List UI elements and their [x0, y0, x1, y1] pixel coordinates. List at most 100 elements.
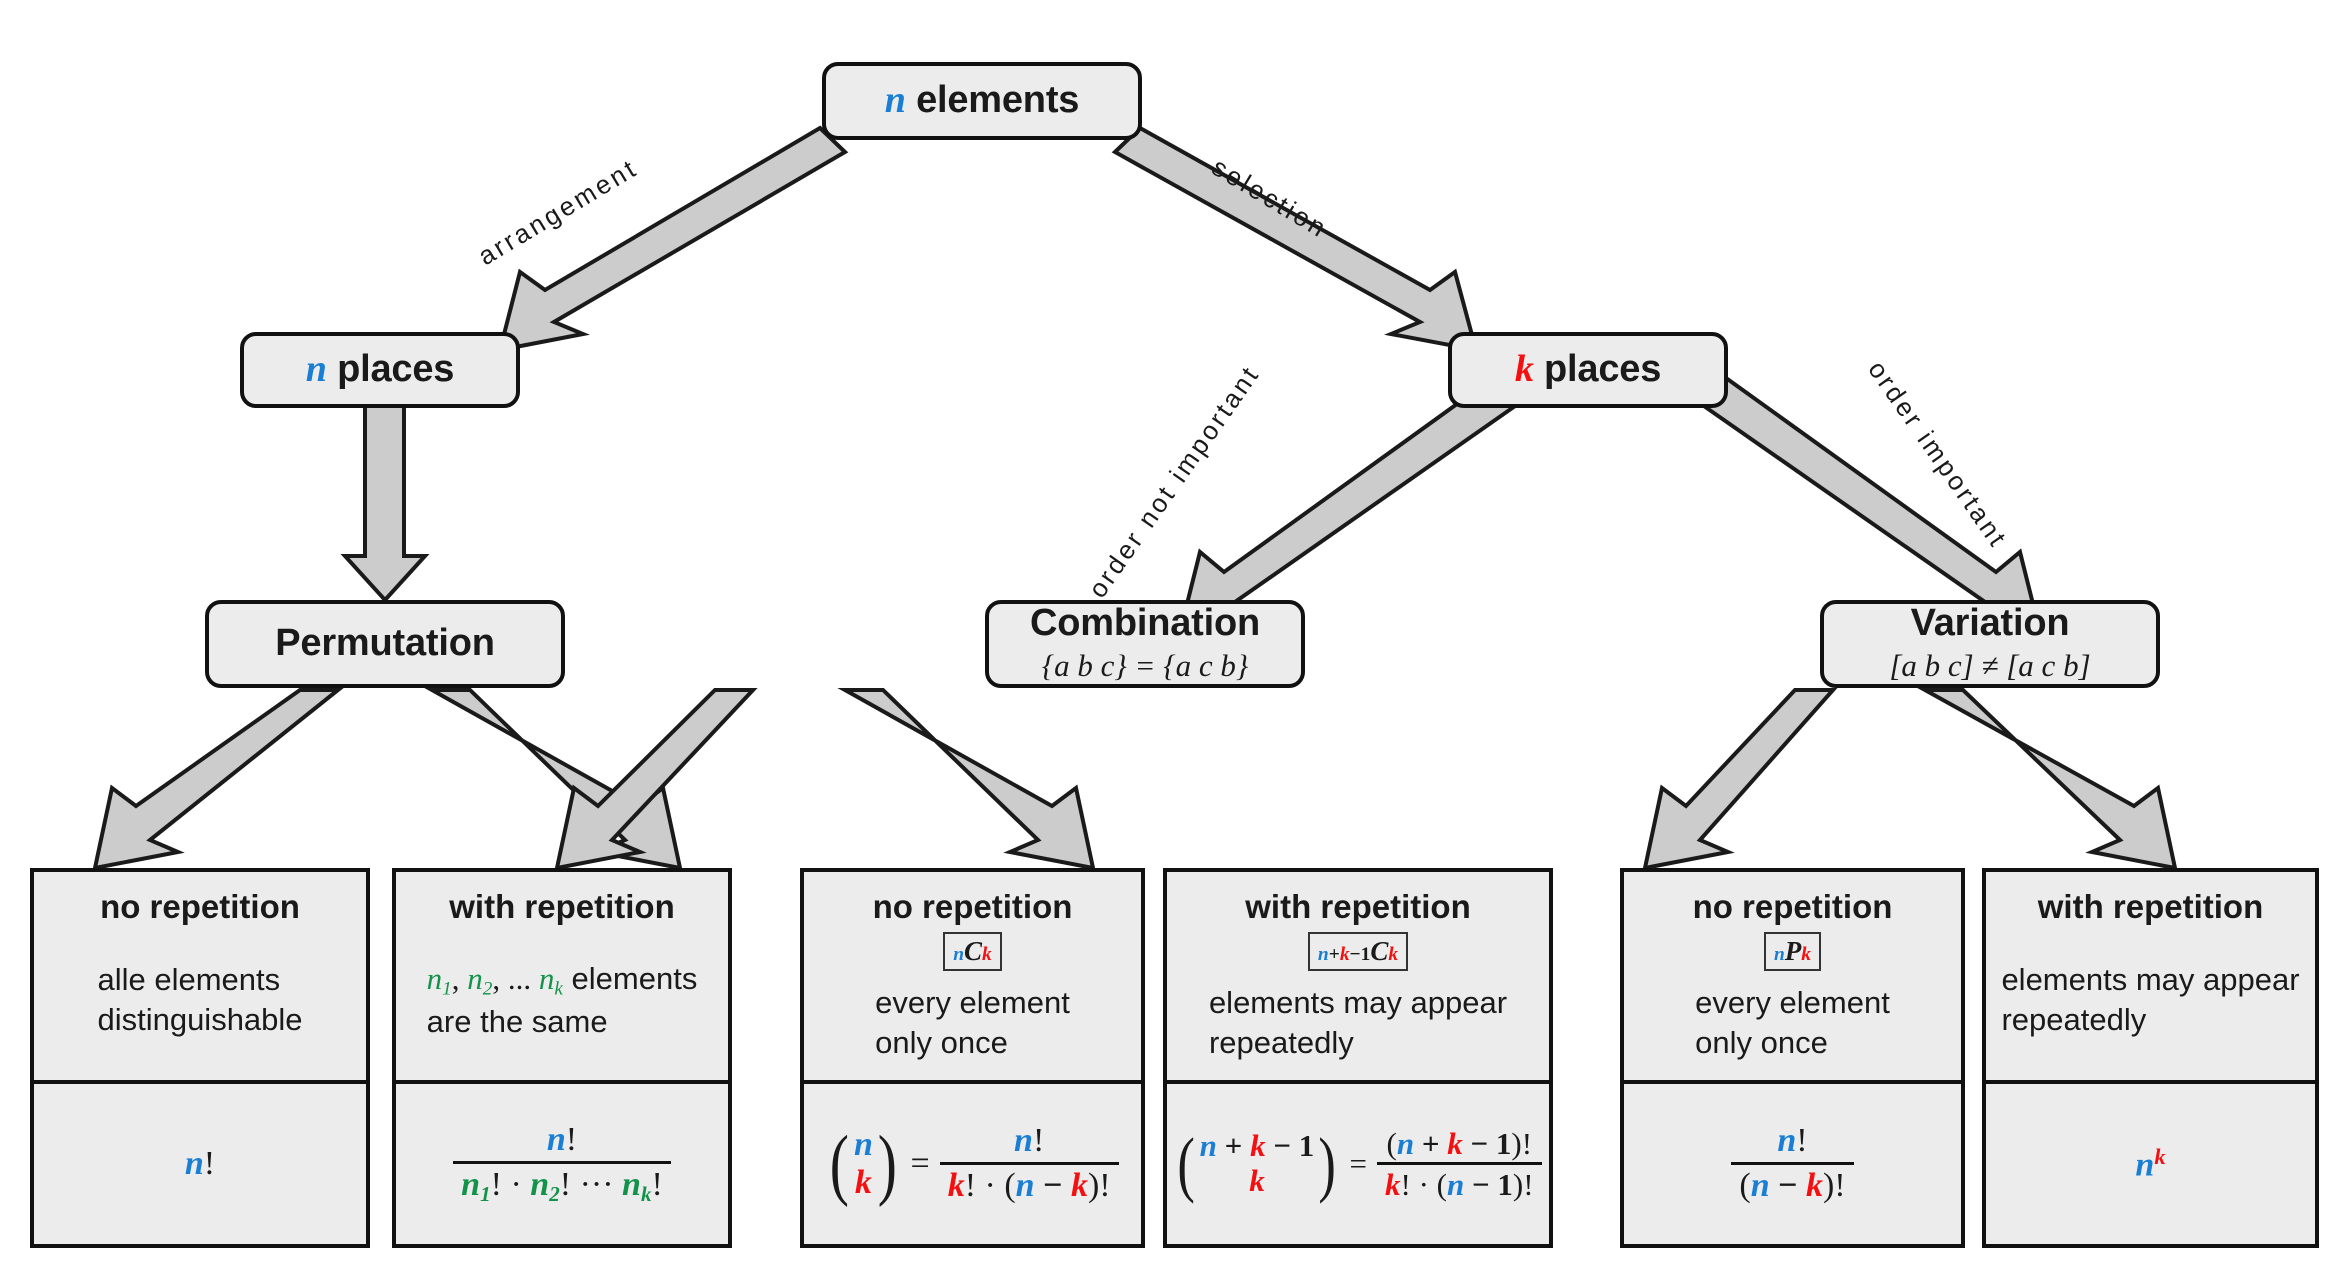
leaf-head: no repetition	[1692, 888, 1893, 925]
node-combination-title: Combination	[1030, 601, 1260, 644]
leaf-upper: no repetition nPk every element only onc…	[1624, 872, 1961, 1084]
combination-symbol: C	[964, 936, 983, 966]
variation-symbol: P	[1784, 936, 1802, 966]
node-combination-subtitle: {a b c} = {a c b}	[1041, 648, 1249, 684]
leaf-desc-line2: only once	[1695, 1024, 1828, 1060]
leaf-desc-line1: alle elements	[97, 962, 281, 998]
leaf-head: with repetition	[1245, 888, 1471, 925]
node-n-places-label: n places	[305, 348, 455, 391]
fraction-denominator: k! · (n − k)!	[939, 1162, 1119, 1205]
variable-n: n	[1317, 944, 1329, 965]
variable-k: k	[1388, 944, 1399, 965]
variable-n: n	[953, 944, 965, 965]
variable-k: k	[1339, 944, 1350, 965]
node-n-places[interactable]: n places	[240, 332, 520, 408]
node-k-places-label: k places	[1514, 348, 1662, 391]
arrow-selection	[1111, 125, 1479, 353]
leaf-desc-line1: every element	[875, 985, 1070, 1021]
leaf-desc-line1: elements may appear	[1208, 985, 1508, 1021]
leaf-badge-nPk: nPk	[1763, 932, 1822, 972]
variable-n: n	[1773, 944, 1785, 965]
leaf-description: elements may appear repeatedly	[1995, 960, 2305, 1039]
node-k-places-text: places	[1544, 348, 1662, 391]
leaf-description: every element only once	[869, 983, 1076, 1062]
arrow-variation-left	[1642, 688, 1838, 871]
leaf-description: every element only once	[1689, 983, 1896, 1062]
node-variation[interactable]: Variation [a b c] ≠ [a c b]	[1820, 600, 2160, 688]
leaf-desc-line1: every element	[1695, 985, 1890, 1021]
node-n-elements-text: elements	[916, 79, 1080, 122]
node-permutation-title: Permutation	[275, 622, 495, 665]
leaf-formula: n! (n − k)!	[1624, 1084, 1961, 1244]
leaf-variation-no-repetition[interactable]: no repetition nPk every element only onc…	[1620, 868, 1965, 1248]
variable-n: n	[305, 348, 327, 391]
leaf-desc-line1: n1, n2, ... nk elements	[426, 960, 698, 1000]
leaf-permutation-no-repetition[interactable]: no repetition alle elements distinguisha…	[30, 868, 370, 1248]
edge-label-order-important: order important	[1862, 355, 2014, 554]
arrow-arrangement	[497, 125, 849, 353]
leaf-desc-line2: repeatedly	[2001, 1002, 2147, 1037]
leaf-upper: no repetition alle elements distinguisha…	[34, 872, 366, 1084]
leaf-formula: n! n1! · n2! ··· nk!	[396, 1084, 728, 1244]
leaf-description: n1, n2, ... nk elements are the same	[421, 959, 704, 1042]
leaf-formula: n!	[34, 1084, 366, 1244]
node-n-elements[interactable]: n elements	[822, 62, 1142, 140]
leaf-desc-line2: only once	[875, 1024, 1008, 1060]
arrow-variation-right	[1917, 688, 2178, 871]
leaf-description: alle elements distinguishable	[91, 960, 308, 1039]
leaf-combination-with-repetition[interactable]: with repetition n+k−1Ck elements may app…	[1163, 868, 1553, 1248]
node-variation-title: Variation	[1910, 601, 2070, 644]
variable-n2: n2	[467, 960, 493, 1000]
variable-k: k	[1801, 944, 1812, 965]
leaf-badge-nCk: nCk	[943, 932, 1002, 972]
leaf-head: with repetition	[2037, 888, 2264, 925]
leaf-description: elements may appear repeatedly	[1203, 983, 1513, 1062]
fraction-denominator: (n − k)!	[1731, 1162, 1854, 1205]
variable-n: n	[2135, 1146, 2155, 1184]
fraction: n! n1! · n2! ··· nk!	[453, 1121, 671, 1205]
variable-n1: n1	[426, 960, 452, 1000]
factorial-sign: !	[203, 1145, 216, 1182]
leaf-badge-npkm1Ck: n+k−1Ck	[1307, 932, 1409, 972]
variable-k: k	[1514, 348, 1534, 391]
variable-k: k	[982, 944, 992, 965]
leaf-permutation-with-repetition[interactable]: with repetition n1, n2, ... nk elements …	[392, 868, 732, 1248]
leaf-head: no repetition	[100, 888, 300, 925]
fraction-denominator: k! · (n − 1)!	[1377, 1162, 1542, 1201]
variable-k: k	[2154, 1143, 2166, 1169]
arrow-combination-left	[554, 688, 758, 871]
fraction-numerator: n!	[1777, 1122, 1808, 1160]
leaf-formula: nk	[1986, 1084, 2315, 1244]
arrow-permutation-left	[92, 688, 344, 871]
arrow-combination-right	[837, 688, 1096, 871]
variable-n: n	[184, 1145, 204, 1182]
node-permutation[interactable]: Permutation	[205, 600, 565, 688]
fraction: n! (n − k)!	[1731, 1122, 1854, 1205]
node-n-elements-label: n elements	[884, 79, 1080, 122]
variable-n: n	[884, 79, 906, 122]
node-combination[interactable]: Combination {a b c} = {a c b}	[985, 600, 1305, 688]
leaf-head: with repetition	[449, 888, 675, 925]
leaf-upper: no repetition nCk every element only onc…	[804, 872, 1141, 1084]
node-k-places[interactable]: k places	[1448, 332, 1728, 408]
binomial-coefficient: ( n + k − 1 k )	[1177, 1122, 1337, 1204]
leaf-desc-line2: are the same	[426, 1003, 608, 1039]
edge-label-arrangement: arrangement	[472, 152, 643, 272]
node-variation-subtitle: [a b c] ≠ [a c b]	[1889, 648, 2091, 684]
fraction-numerator: n!	[1014, 1122, 1045, 1160]
combination-symbol: C	[1370, 936, 1389, 966]
leaf-combination-no-repetition[interactable]: no repetition nCk every element only onc…	[800, 868, 1145, 1248]
edge-label-selection: selection	[1206, 151, 1334, 245]
fraction: n! k! · (n − k)!	[939, 1122, 1119, 1205]
leaf-upper: with repetition elements may appear repe…	[1986, 872, 2315, 1084]
fraction-numerator: (n + k − 1)!	[1386, 1125, 1533, 1161]
leaf-desc-line2: distinguishable	[97, 1002, 303, 1037]
leaf-variation-with-repetition[interactable]: with repetition elements may appear repe…	[1982, 868, 2319, 1248]
leaf-head: no repetition	[872, 888, 1073, 925]
fraction-numerator: n!	[546, 1121, 578, 1159]
leaf-desc-line2: repeatedly	[1208, 1024, 1354, 1060]
leaf-upper: with repetition n1, n2, ... nk elements …	[396, 872, 728, 1084]
